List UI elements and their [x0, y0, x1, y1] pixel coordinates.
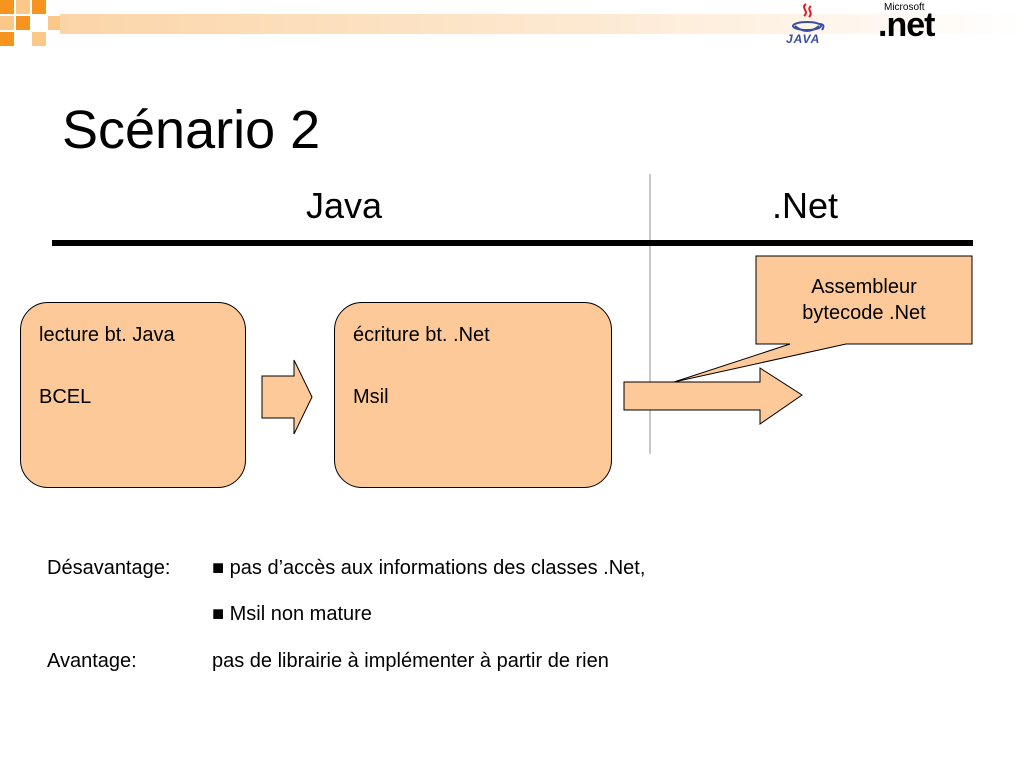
- process-box-net-line1: écriture bt. .Net: [353, 324, 490, 346]
- header-gradient-bar: [60, 14, 1024, 34]
- corner-squares: [0, 0, 60, 46]
- java-logo: JAVA: [782, 2, 832, 48]
- column-label-net: .Net: [772, 185, 839, 226]
- disadvantage-item-2: ■ Msil non mature: [212, 603, 372, 625]
- slide-title: Scénario 2: [62, 100, 321, 160]
- callout-line2: bytecode .Net: [802, 302, 926, 324]
- callout-line1: Assembleur: [811, 276, 917, 298]
- process-box-java-line1: lecture bt. Java: [39, 324, 175, 346]
- net-logo-text: .net: [878, 6, 935, 44]
- advantage-text: pas de librairie à implémenter à partir …: [212, 650, 609, 672]
- arrow-right-small: [261, 359, 313, 435]
- java-logo-text: JAVA: [786, 32, 821, 46]
- arrow-right-large: [623, 367, 803, 425]
- callout-box-shape: [673, 255, 973, 383]
- disadvantage-label: Désavantage:: [47, 557, 171, 579]
- header-rule: [52, 240, 973, 246]
- process-box-java: lecture bt. Java BCEL: [20, 302, 246, 488]
- process-box-net-line2: Msil: [353, 386, 389, 408]
- column-divider: [649, 174, 651, 454]
- process-box-java-line2: BCEL: [39, 386, 92, 408]
- header-decoration: [0, 0, 1024, 46]
- microsoft-logo-text: Microsoft: [884, 2, 925, 13]
- java-cup-icon: [792, 3, 825, 32]
- column-label-java: Java: [306, 185, 383, 226]
- advantage-label: Avantage:: [47, 650, 137, 672]
- dotnet-logo: Microsoft .net: [876, 0, 956, 46]
- process-box-net: écriture bt. .Net Msil: [334, 302, 612, 488]
- callout-assembleur: Assembleur bytecode .Net: [756, 256, 972, 344]
- disadvantage-item-1: ■ pas d’accès aux informations des class…: [212, 557, 646, 579]
